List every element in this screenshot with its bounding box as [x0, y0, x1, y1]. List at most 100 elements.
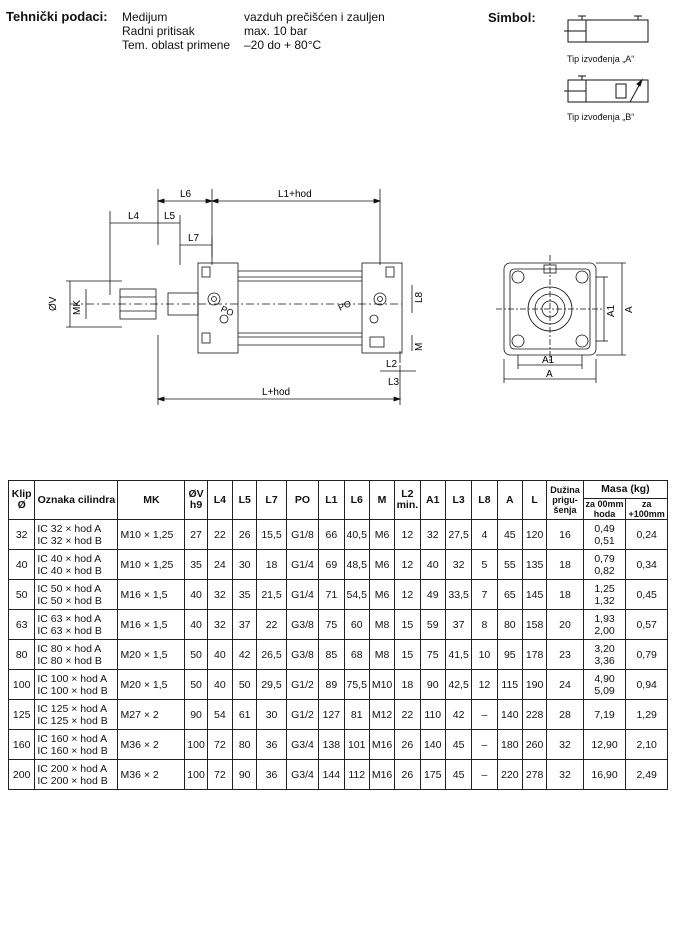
header-l8: L8 — [471, 480, 498, 520]
cell-l1: 89 — [318, 669, 345, 700]
cell-l: 158 — [521, 609, 548, 640]
cell-l1: 66 — [318, 519, 345, 550]
dim-l-hod: L+hod — [262, 387, 290, 398]
cell-l8: 7 — [471, 579, 498, 610]
cell-l3: 27,5 — [444, 519, 473, 550]
dim-mk: MK — [72, 300, 83, 315]
cell-oznaka-a: IC 32 × hod A — [37, 522, 102, 535]
cell-mk: M36 × 2 — [117, 729, 186, 760]
cell-l1: 127 — [318, 699, 345, 730]
symbol-a-caption: Tip izvođenja „A“ — [567, 54, 635, 64]
cell-l2: 15 — [394, 609, 421, 640]
cell-l: 120 — [521, 519, 548, 550]
cell-oznaka-b: IC 80 × hod B — [37, 654, 102, 667]
cell-po: G1/8 — [285, 519, 320, 550]
cell-oznaka-b: IC 160 × hod B — [37, 744, 108, 757]
cell-l6: 75,5 — [343, 669, 370, 700]
cell-masa-00: 16,90 — [582, 759, 627, 790]
cell-l4: 32 — [206, 609, 234, 640]
cell-a: 95 — [496, 639, 523, 670]
cell-l8: 4 — [471, 519, 498, 550]
header-mk: MK — [117, 480, 186, 520]
cell-l5: 26 — [232, 519, 258, 550]
specs-title: Tehnički podaci: — [6, 9, 108, 24]
cell-klip: 50 — [7, 579, 36, 610]
cell-l1: 69 — [318, 549, 345, 580]
cell-masa-a: 1,93 — [594, 612, 615, 625]
cell-l3: 37 — [444, 609, 473, 640]
cell-mk: M20 × 1,5 — [117, 669, 186, 700]
cell-mas100: 0,57 — [625, 609, 668, 640]
cell-mas100: 0,45 — [625, 579, 668, 610]
cell-oznaka-b: IC 200 × hod B — [37, 774, 108, 787]
cell-m: M6 — [368, 579, 396, 610]
cell-duz: 18 — [546, 579, 584, 610]
dimensions-table: Klip Ø Oznaka cilindra MK ØV h9 L4 L5 L7… — [7, 480, 669, 790]
cell-a1: 175 — [419, 759, 446, 790]
cell-l2: 15 — [394, 639, 421, 670]
header-l5: L5 — [232, 480, 258, 520]
cell-masa-00: 12,90 — [582, 729, 627, 760]
cell-klip: 125 — [7, 699, 36, 730]
cell-l: 135 — [521, 549, 548, 580]
cell-l2: 12 — [394, 579, 421, 610]
cell-ov: 27 — [184, 519, 208, 550]
dim-po-left: PO — [219, 304, 235, 319]
dim-a1-horizontal: A1 — [542, 355, 555, 366]
spec-value-medium: vazduh prečišćen i zauljen — [244, 10, 385, 24]
cell-mk: M27 × 2 — [117, 699, 186, 730]
cell-masa-a: 7,19 — [594, 708, 615, 721]
cell-duz: 24 — [546, 669, 584, 700]
cell-ov: 40 — [184, 609, 208, 640]
dim-l8: L8 — [414, 291, 425, 303]
cell-mas100: 0,79 — [625, 639, 668, 670]
cell-mk: M10 × 1,25 — [117, 519, 186, 550]
cell-mk: M16 × 1,5 — [117, 609, 186, 640]
cell-mas100: 2,49 — [625, 759, 668, 790]
header-m: M — [368, 480, 396, 520]
cell-oznaka-a: IC 125 × hod A — [37, 702, 108, 715]
cell-l6: 40,5 — [343, 519, 370, 550]
cell-l7: 15,5 — [256, 519, 287, 550]
cell-l7: 26,5 — [256, 639, 287, 670]
cell-l2: 18 — [394, 669, 421, 700]
symbol-a-icon — [564, 15, 649, 43]
cell-duz: 23 — [546, 639, 584, 670]
cell-mk: M20 × 1,5 — [117, 639, 186, 670]
cell-duz: 18 — [546, 549, 584, 580]
cell-l3: 45 — [444, 729, 473, 760]
header-l3: L3 — [444, 480, 473, 520]
cell-m: M8 — [368, 639, 396, 670]
cell-l8: 5 — [471, 549, 498, 580]
dim-a1-vertical: A1 — [606, 304, 617, 317]
cell-masa-a: 12,90 — [591, 738, 618, 751]
cell-oznaka-b: IC 50 × hod B — [37, 594, 102, 607]
cell-ov: 50 — [184, 669, 208, 700]
cell-l7: 29,5 — [256, 669, 287, 700]
cell-m: M10 — [368, 669, 396, 700]
cell-l7: 36 — [256, 729, 287, 760]
cell-oznaka-a: IC 80 × hod A — [37, 642, 102, 655]
cell-klip: 200 — [7, 759, 36, 790]
cell-oznaka-b: IC 40 × hod B — [37, 564, 102, 577]
dim-l3: L3 — [388, 377, 400, 388]
cell-masa-a: 4,90 — [594, 672, 615, 685]
cell-klip: 80 — [7, 639, 36, 670]
cell-oznaka-a: IC 160 × hod A — [37, 732, 108, 745]
cylinder-end-view-drawing: A1 A A1 A — [496, 255, 635, 383]
cell-masa-b: 1,32 — [594, 594, 615, 607]
cell-po: G1/4 — [285, 579, 320, 610]
cell-l8: – — [471, 699, 498, 730]
cell-a1: 49 — [419, 579, 446, 610]
cell-masa-b: 0,82 — [594, 564, 615, 577]
cell-mas100: 0,34 — [625, 549, 668, 580]
